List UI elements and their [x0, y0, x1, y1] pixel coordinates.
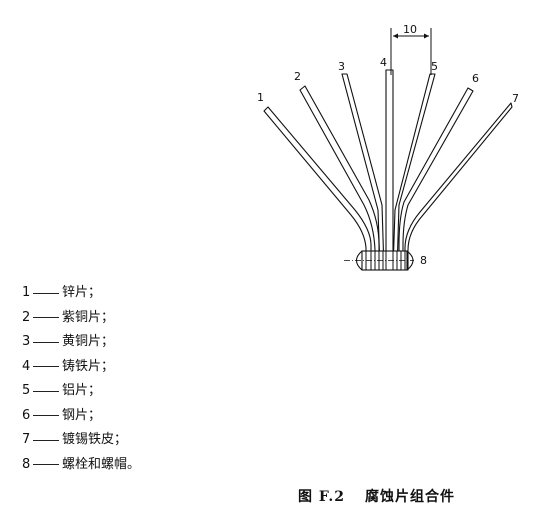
strip-label-7: 7 [512, 92, 519, 105]
bolt-and-nut [344, 250, 414, 271]
strip-label-5: 5 [431, 60, 438, 73]
figure-number: 图 F.2 [298, 489, 346, 505]
strip-label-3: 3 [338, 60, 345, 73]
corrosion-assembly-diagram: 10 1 2 3 4 5 6 7 8 [257, 23, 519, 271]
strip-label-2: 2 [294, 70, 301, 83]
figure-title: 腐蚀片组合件 [365, 489, 456, 505]
dimension-value: 10 [403, 23, 417, 36]
figure-caption: 图 F.2 腐蚀片组合件 [298, 486, 455, 506]
strip-2-red-copper [299, 85, 380, 271]
strip-6-steel [398, 87, 474, 271]
strip-7-tinplate [404, 102, 513, 271]
bolt-label-8: 8 [420, 254, 427, 267]
dimension-marker: 10 [390, 23, 432, 75]
strip-label-4: 4 [380, 56, 387, 69]
strip-3-brass [341, 73, 385, 271]
strip-label-6: 6 [472, 72, 479, 85]
strip-label-1: 1 [257, 91, 264, 104]
strip-4-cast-iron [385, 69, 394, 271]
